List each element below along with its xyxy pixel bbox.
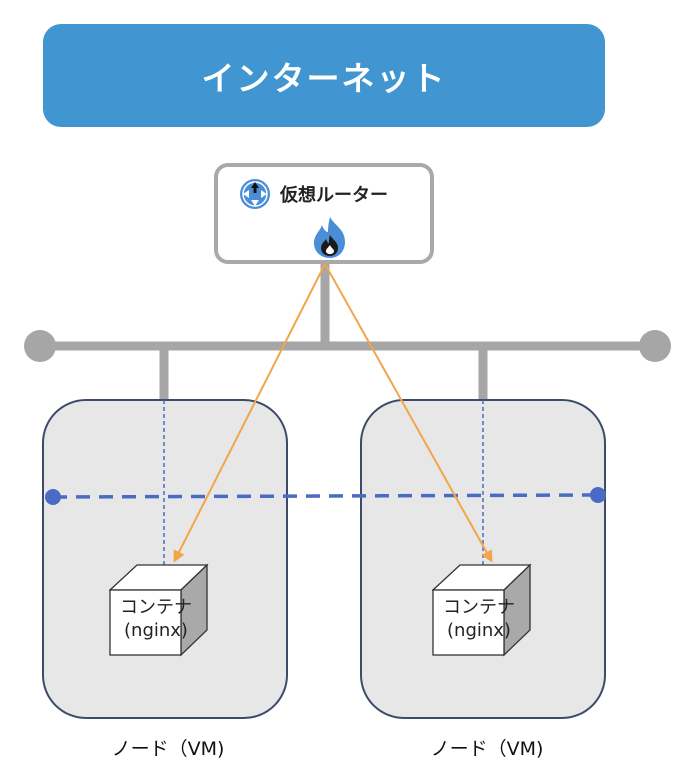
overlay-network-line [52, 493, 599, 499]
node-vm-1[interactable] [42, 399, 288, 719]
router-header: 仮想ルーター [238, 177, 388, 211]
container-name: コンテナ [443, 597, 515, 618]
cube-icon [432, 563, 532, 657]
container-nginx-1[interactable]: コンテナ (nginx) [109, 562, 209, 657]
virtual-router[interactable]: 仮想ルーター [214, 163, 434, 264]
node-label: ノード（VM) [111, 738, 225, 760]
route-arrow-node1 [173, 263, 326, 563]
overlay-end-left [45, 489, 61, 505]
network-bar-end-left [24, 330, 56, 362]
overlay-end-right [590, 487, 606, 503]
flame-icon [314, 217, 345, 258]
internet-block: インターネット [43, 24, 605, 127]
container-name: コンテナ [120, 597, 192, 618]
container-image: (nginx) [124, 620, 188, 641]
internet-label: インターネット [201, 58, 447, 98]
container-image: (nginx) [447, 620, 511, 641]
route-arrow-node2 [324, 263, 493, 563]
network-bar-end-right [639, 330, 671, 362]
container-label: コンテナ (nginx) [438, 596, 520, 642]
cube-icon [109, 563, 209, 657]
router-icon [239, 178, 271, 210]
node-label: ノード（VM) [430, 738, 544, 760]
container-nginx-2[interactable]: コンテナ (nginx) [432, 562, 532, 657]
router-label: 仮想ルーター [280, 185, 388, 206]
container-label: コンテナ (nginx) [115, 596, 197, 642]
